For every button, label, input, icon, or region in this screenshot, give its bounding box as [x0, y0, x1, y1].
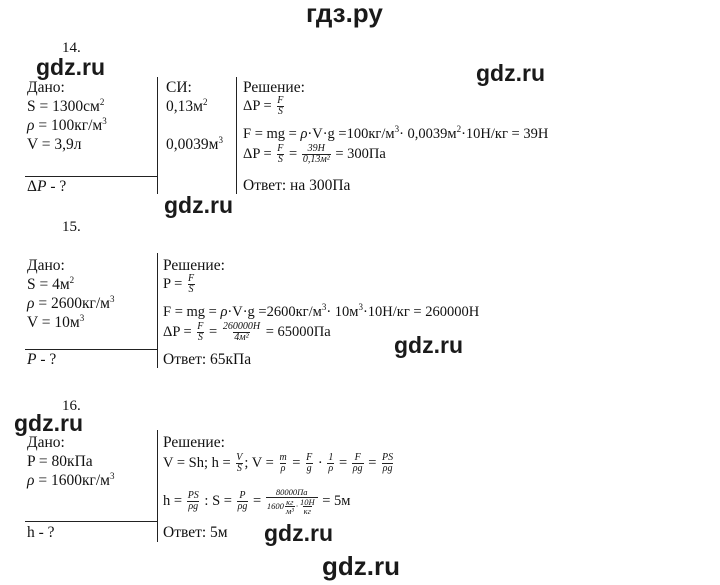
solution-divider: [236, 77, 237, 194]
si-area: 0,13м2: [166, 97, 208, 116]
solution-title: Решение:: [163, 434, 225, 451]
given-volume: V = 10м3: [27, 313, 85, 332]
si-divider: [157, 77, 158, 194]
answer: Ответ: на 300Па: [243, 177, 351, 194]
given-divider: [25, 349, 158, 350]
footer-watermark: gdz.ru: [322, 551, 400, 581]
given-divider: [25, 521, 158, 522]
problem-16-number: 16.: [62, 398, 81, 414]
find-height: h - ?: [27, 524, 55, 541]
answer: Ответ: 5м: [163, 524, 228, 541]
solution-title: Решение:: [243, 79, 305, 96]
watermark: gdz.ru: [14, 410, 83, 436]
answer: Ответ: 65кПа: [163, 351, 252, 368]
si-title: СИ:: [166, 79, 192, 96]
solution-divider: [157, 430, 158, 542]
given-divider: [25, 176, 158, 177]
find-pressure: P - ?: [27, 351, 57, 368]
given-area: S = 1300см2: [27, 97, 105, 116]
given-density: ρ = 2600кг/м3: [27, 294, 115, 313]
watermark: gdz.ru: [476, 60, 545, 86]
given-density: ρ = 1600кг/м3: [27, 471, 115, 490]
problem-14-number: 14.: [62, 40, 81, 56]
given-pressure: P = 80кПа: [27, 453, 93, 470]
given-volume: V = 3,9л: [27, 136, 82, 153]
given-title: Дано:: [27, 257, 65, 274]
problem-15-number: 15.: [62, 219, 81, 235]
site-header: гдз.ру: [306, 0, 383, 28]
find-pressure-change: ΔP - ?: [27, 178, 67, 195]
solution-line-2: F = mg = ρ·V·g =100кг/м3· 0,0039м2·10Н/к…: [243, 124, 549, 143]
watermark: gdz.ru: [36, 54, 105, 80]
solution-line-2: F = mg = ρ·V·g =2600кг/м3· 10м3·10Н/кг =…: [163, 302, 480, 321]
given-density: ρ = 100кг/м3: [27, 116, 107, 135]
watermark: gdz.ru: [164, 192, 233, 218]
given-title: Дано:: [27, 79, 65, 96]
solution-title: Решение:: [163, 257, 225, 274]
watermark: gdz.ru: [264, 520, 333, 546]
si-volume: 0,0039м3: [166, 135, 223, 154]
solution-divider: [157, 253, 158, 368]
given-title: Дано:: [27, 434, 65, 451]
watermark: gdz.ru: [394, 332, 463, 358]
given-area: S = 4м2: [27, 275, 75, 294]
